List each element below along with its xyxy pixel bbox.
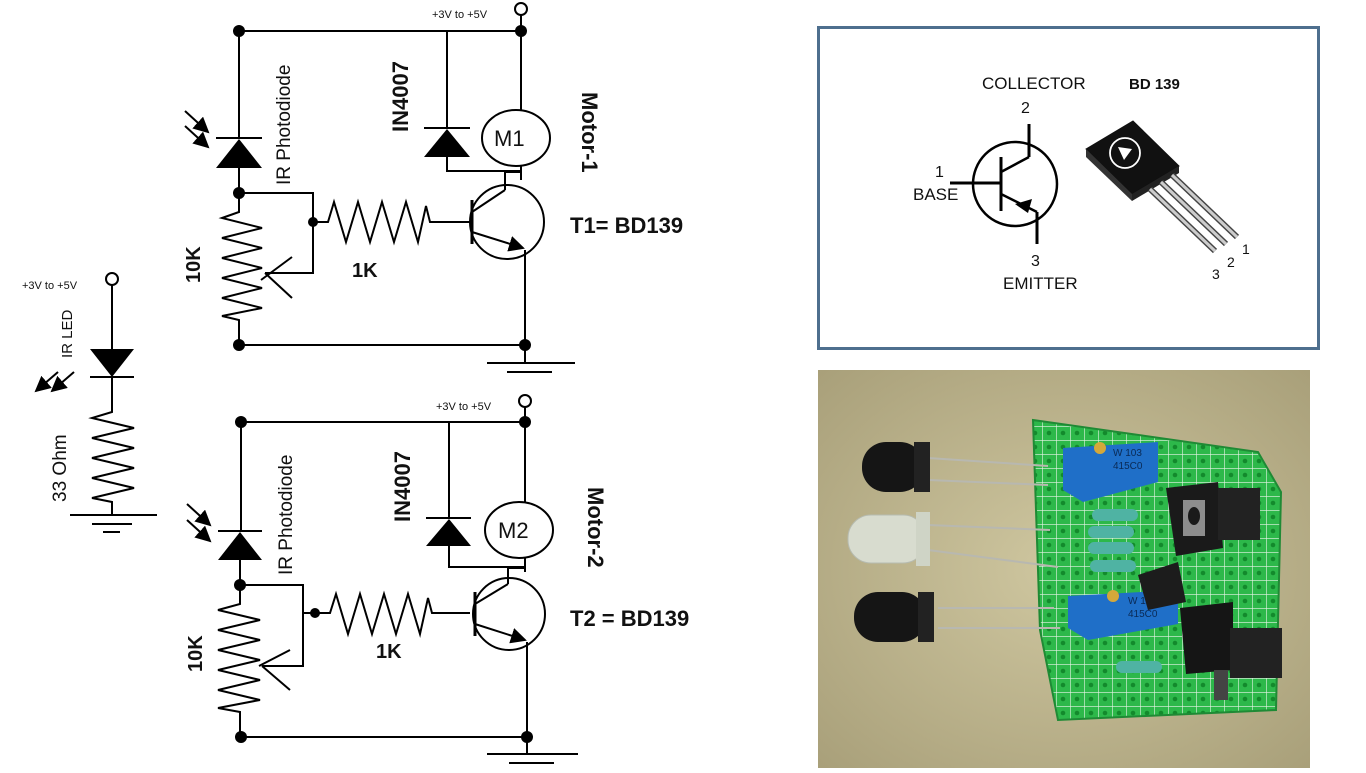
- supply-label: +3V to +5V: [22, 280, 78, 292]
- emitter-label: EMITTER: [1003, 274, 1078, 293]
- led-label: IR LED: [59, 309, 76, 358]
- svg-text:415C0: 415C0: [1128, 609, 1158, 620]
- photodiode-symbol: [184, 110, 262, 193]
- channel-1-circuit: +3V to +5V IR Photodiode 10K 1K: [183, 2, 683, 373]
- package-pin-1: 1: [1242, 241, 1250, 257]
- motor-label: Motor-2: [583, 487, 608, 568]
- collector-label: COLLECTOR: [982, 74, 1086, 93]
- motor-symbol: M2: [498, 518, 529, 543]
- npn-transistor-symbol: [950, 124, 1059, 244]
- assembled-board-photo: W 103 415C0 W 103 415C0: [818, 370, 1310, 768]
- trimpot-top: W 103 415C0: [1063, 442, 1158, 502]
- supply-label: +3V to +5V: [436, 401, 492, 413]
- transistor-t2-symbol: [472, 568, 546, 651]
- part-name: BD 139: [1129, 76, 1180, 93]
- pinout-diagram: COLLECTOR 2 BD 139 1 BASE 3 EMITTER: [913, 74, 1250, 293]
- diode-label: IN4007: [388, 61, 413, 132]
- motor-m1-symbol: [481, 109, 551, 167]
- bd139-pinout-panel: COLLECTOR 2 BD 139 1 BASE 3 EMITTER: [817, 26, 1320, 350]
- pot-label: 10K: [185, 635, 207, 672]
- transistor-t1-symbol: [469, 172, 545, 260]
- transistor-label: T1= BD139: [570, 213, 683, 238]
- motor-label: Motor-1: [577, 92, 602, 173]
- supply-label: +3V to +5V: [432, 9, 488, 21]
- resistor-label: 33 Ohm: [50, 434, 71, 502]
- resistors: [1088, 509, 1162, 673]
- ir-led-clear: [847, 512, 930, 566]
- package-pin-3: 3: [1212, 266, 1220, 282]
- svg-text:415C0: 415C0: [1113, 461, 1143, 472]
- ir-photodiode-top: [862, 442, 930, 492]
- photodiode-symbol: [186, 503, 262, 585]
- supply-terminal: [105, 272, 119, 286]
- collector-pin-number: 2: [1021, 100, 1030, 117]
- svg-text:W 103: W 103: [1113, 448, 1142, 459]
- supply-terminal: [518, 394, 532, 408]
- schematic: +3V to +5V IR Photodiode 10K 1K: [22, 2, 689, 764]
- ir-photodiode-bottom: [854, 592, 934, 642]
- pot-label: 10K: [183, 246, 205, 283]
- diode-label: IN4007: [390, 451, 415, 522]
- to126-package-drawing: [1085, 120, 1240, 254]
- transistor-label: T2 = BD139: [570, 606, 689, 631]
- motor-m2-symbol: [484, 501, 554, 559]
- channel-2-circuit: +3V to +5V IR Photodiode 10K 1K: [185, 394, 689, 764]
- resistor-label: 1K: [376, 641, 402, 663]
- package-pin-2: 2: [1227, 254, 1235, 270]
- base-pin-number: 1: [935, 164, 944, 181]
- ir-emitter-circuit: +3V to +5V IR LED 33 Ohm: [22, 272, 157, 533]
- base-label: BASE: [913, 185, 958, 204]
- supply-terminal: [514, 2, 528, 16]
- transistors-and-headers: [1138, 482, 1282, 700]
- emitter-pin-number: 3: [1031, 253, 1040, 270]
- svg-text:W 103: W 103: [1128, 596, 1157, 607]
- photodiode-label: IR Photodiode: [276, 455, 297, 575]
- resistor-label: 1K: [352, 260, 378, 282]
- photodiode-label: IR Photodiode: [274, 65, 295, 185]
- motor-symbol: M1: [494, 126, 525, 151]
